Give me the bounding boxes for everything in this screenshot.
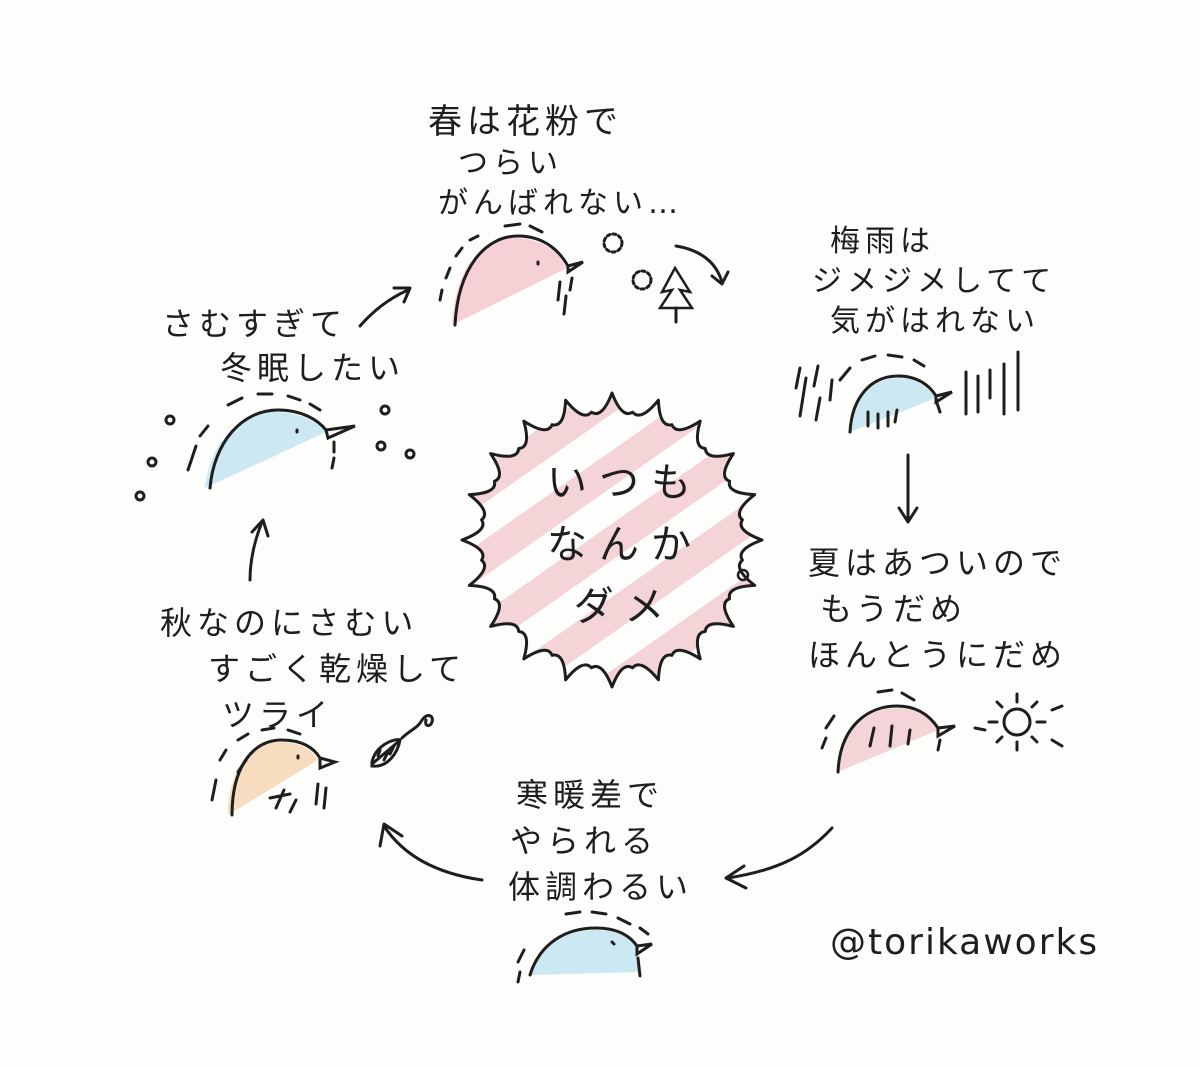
rainy-line-3: 気がはれない — [830, 304, 1040, 339]
summer-line-3: ほんとうにだめ — [808, 636, 1068, 674]
center-line-2: なんか — [547, 522, 703, 568]
center-burst — [460, 391, 764, 689]
autumn-caption: 秋なのにさむい すごく乾燥して ツライ — [160, 600, 466, 738]
autumn-line-3: ツライ — [222, 696, 334, 734]
rainy-line-2: ジメジメしてて — [812, 264, 1057, 299]
seasonal-change-line-1: 寒暖差で — [516, 776, 665, 814]
summer-bird — [820, 688, 1064, 774]
arrow-bottom-to-autumn — [378, 822, 484, 882]
arrow-rainy-to-summer — [897, 453, 919, 524]
winter-caption: さむすぎて 冬眠したい — [162, 302, 405, 390]
spring-caption: 春は花粉で つらい がんばれない… — [428, 100, 683, 224]
summer-line-1: 夏はあついので — [808, 544, 1068, 582]
center-line-1: いつも — [547, 460, 703, 506]
winter-bird — [134, 392, 416, 502]
seasonal-change-line-3: 体調わるい — [508, 868, 694, 906]
seasonal-change-caption: 寒暖差で やられる 体調わるい — [508, 772, 693, 910]
autumn-line-2: すごく乾燥して — [208, 650, 467, 688]
rainy-caption: 梅雨は ジメジメしてて 気がはれない — [812, 222, 1056, 342]
arrow-autumn-to-winter — [248, 518, 270, 582]
seasonal-change-line-2: やられる — [510, 822, 659, 860]
autumn-line-1: 秋なのにさむい — [160, 604, 419, 642]
arrow-spring-to-rainy — [674, 244, 730, 286]
spring-line-3: がんばれない… — [438, 186, 683, 221]
winter-line-1: さむすぎて — [162, 305, 348, 343]
arrow-winter-to-spring — [358, 286, 412, 328]
bottom-bird — [516, 910, 653, 984]
credit-handle: @torikaworks — [830, 922, 1100, 963]
autumn-bird — [210, 714, 434, 817]
spring-line-1: 春は花粉で — [428, 102, 623, 142]
summer-caption: 夏はあついので もうだめ ほんとうにだめ — [808, 540, 1067, 678]
rainy-line-1: 梅雨は — [830, 224, 935, 259]
summer-line-2: もうだめ — [820, 590, 968, 628]
cycle-arrows — [248, 244, 919, 890]
center-line-3: ダメ — [573, 584, 677, 630]
arrow-summer-to-bottom — [724, 826, 834, 890]
winter-line-2: 冬眠したい — [220, 349, 406, 387]
spring-line-2: つらい — [458, 146, 563, 181]
center-message: いつも なんか ダメ — [520, 452, 730, 638]
rainy-bird — [794, 350, 1020, 434]
spring-bird — [438, 222, 695, 327]
